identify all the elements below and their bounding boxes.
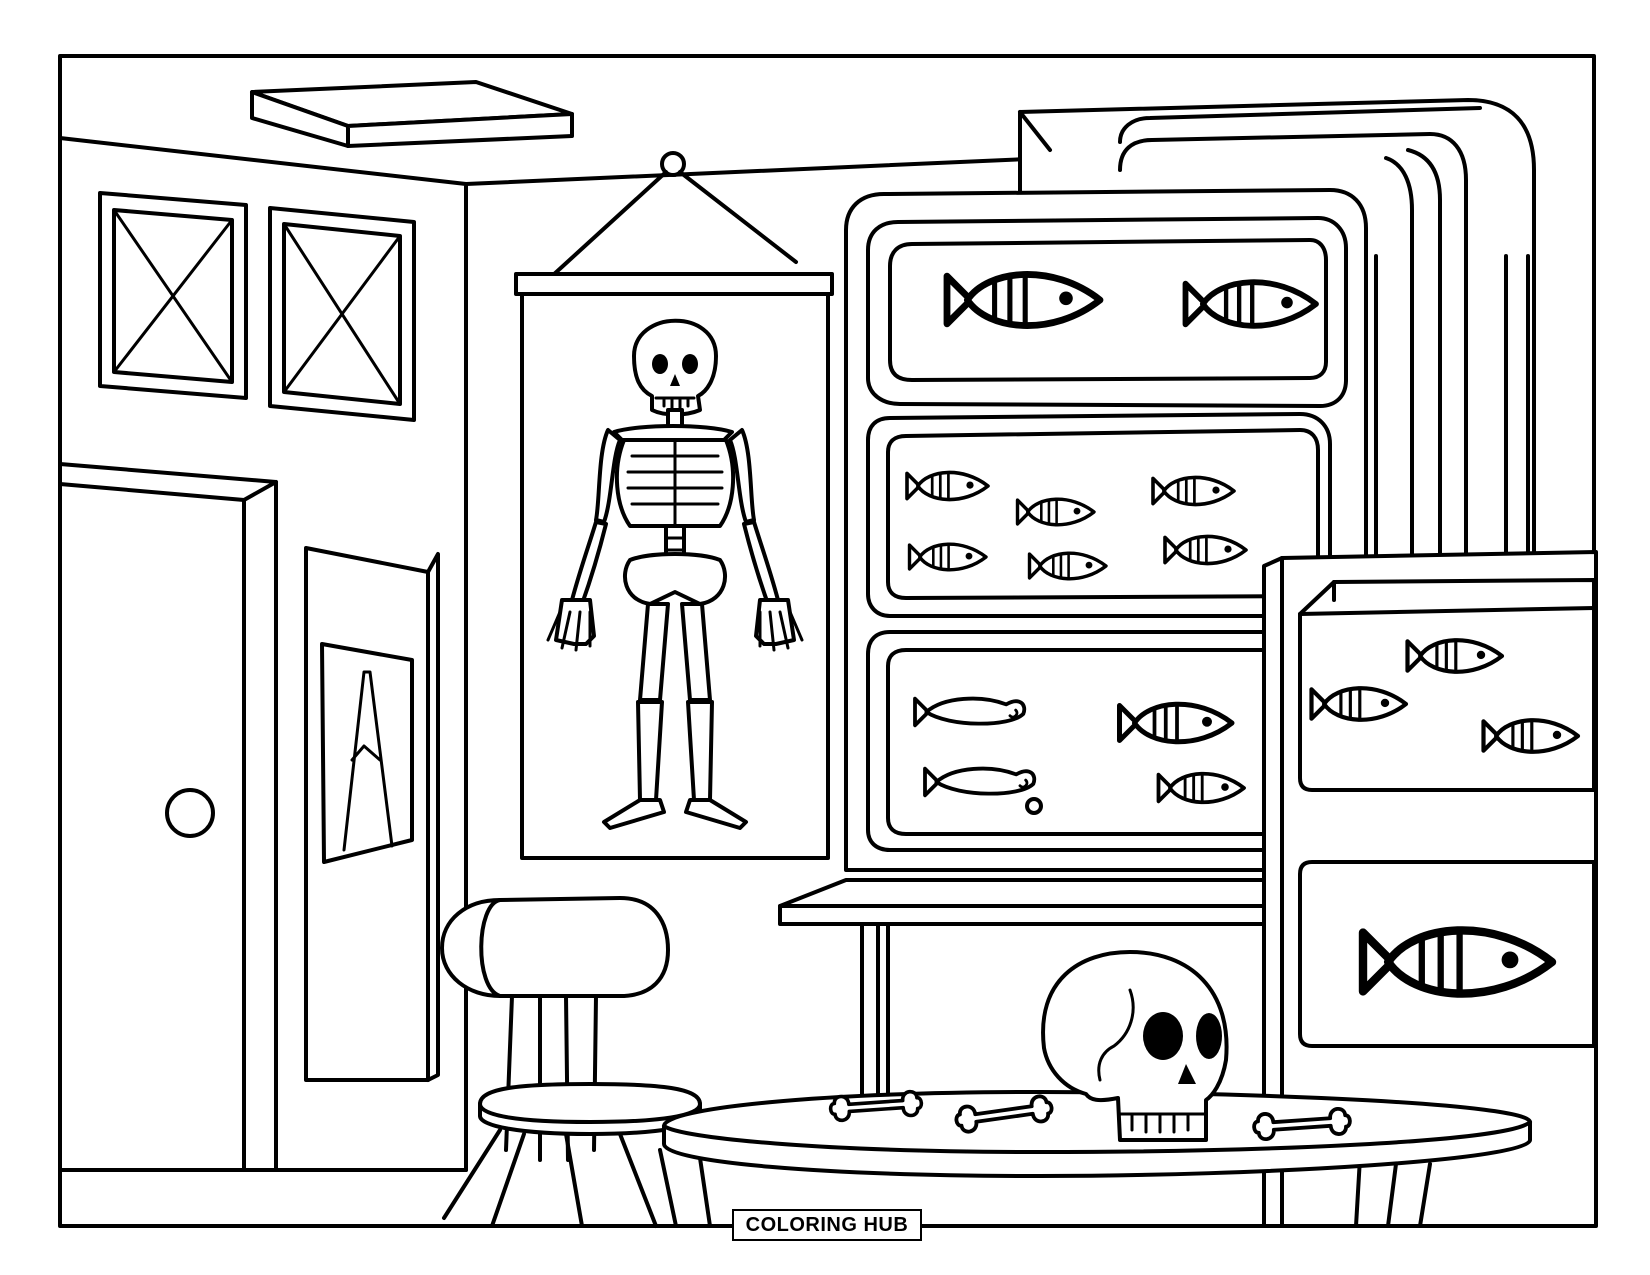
round-table bbox=[658, 1090, 1532, 1228]
skull bbox=[1041, 950, 1229, 1142]
side-cabinet bbox=[1262, 550, 1598, 1228]
skeleton-poster bbox=[514, 151, 834, 860]
wall-windows bbox=[98, 191, 416, 422]
fish-specimen-cabinet bbox=[778, 98, 1536, 1112]
left-wall bbox=[58, 136, 1052, 1172]
stool bbox=[440, 896, 702, 1228]
door bbox=[58, 462, 278, 1172]
skeleton bbox=[546, 318, 804, 830]
wall-sign bbox=[304, 546, 440, 1082]
brand-label: COLORING HUB bbox=[732, 1209, 922, 1241]
ceiling-light bbox=[250, 80, 574, 148]
